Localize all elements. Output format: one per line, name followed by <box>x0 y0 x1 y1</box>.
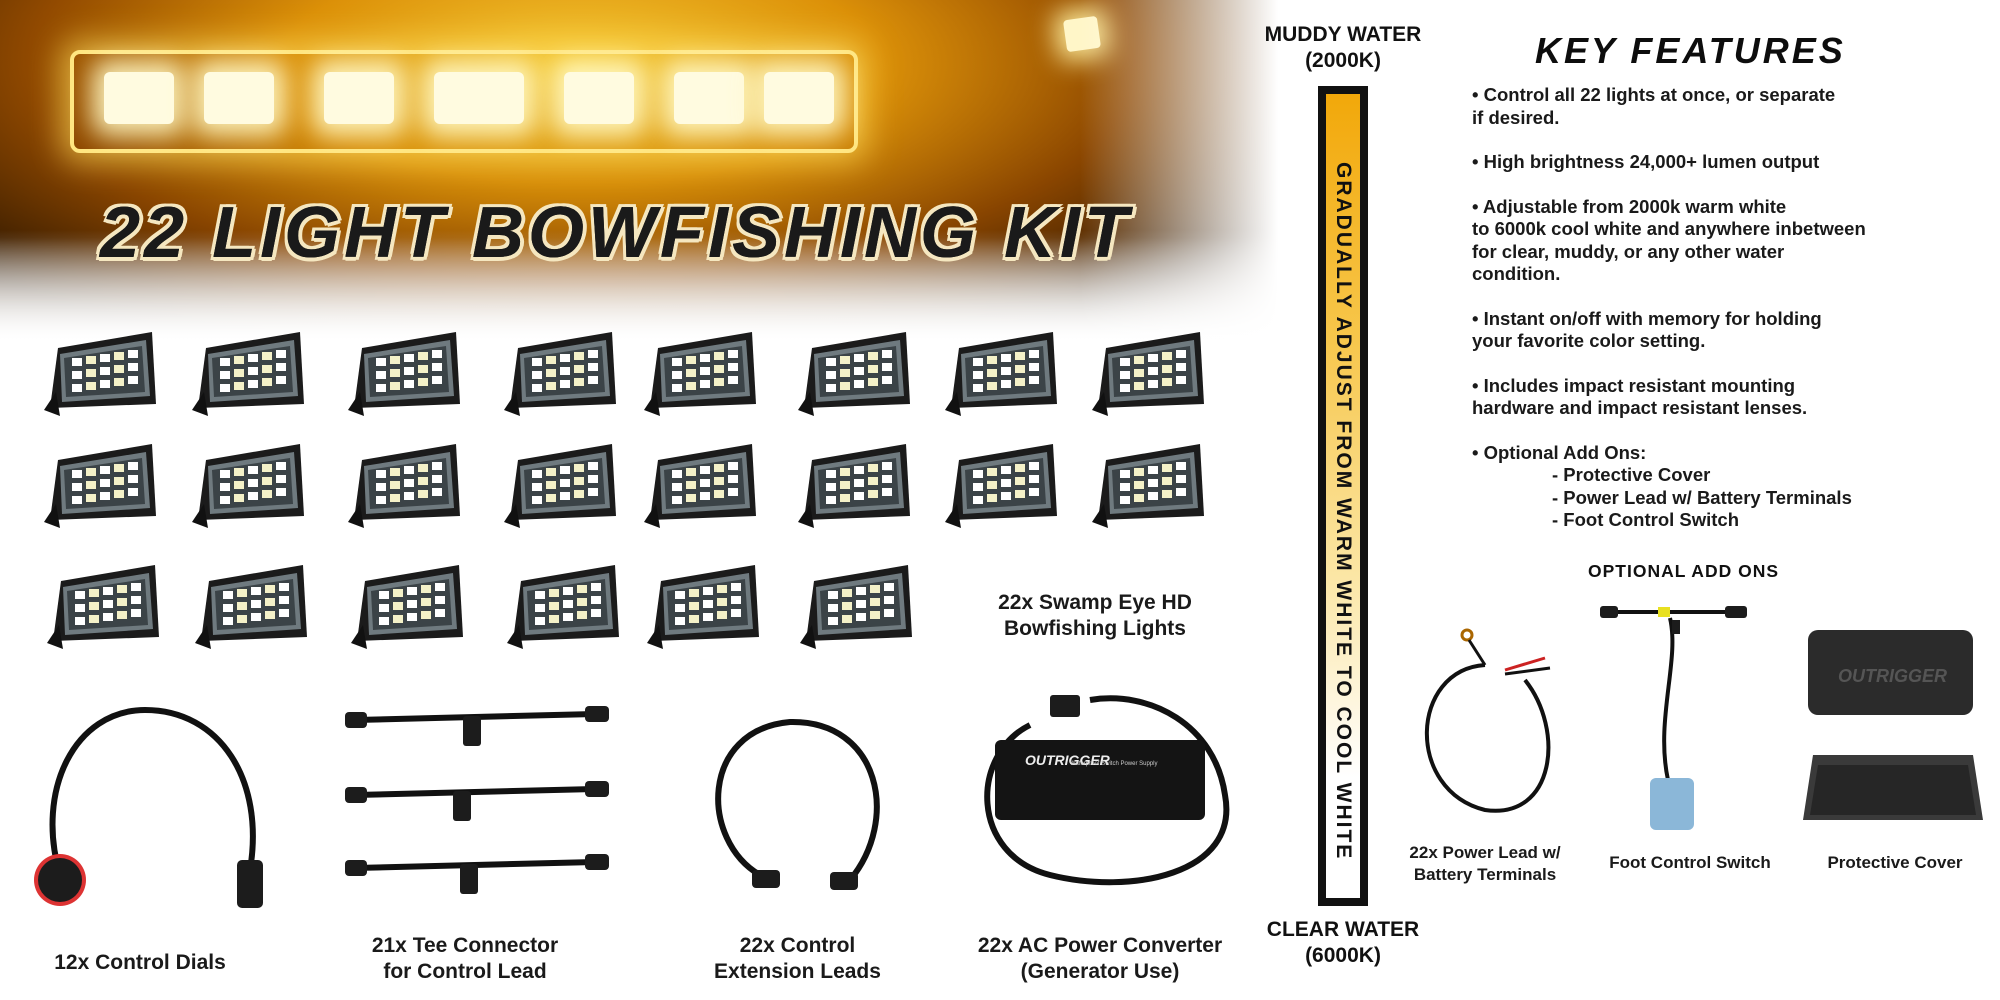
flood-light-image <box>45 563 163 653</box>
flood-light-image <box>943 330 1061 420</box>
flood-light-image <box>642 330 760 420</box>
hero-title: 22 LIGHT BOWFISHING KIT <box>100 193 1133 273</box>
component-caption-converter: 22x AC Power Converter (Generator Use) <box>977 934 1223 983</box>
flood-light-image <box>42 442 160 532</box>
flood-light-image <box>642 442 760 532</box>
extension-lead-image <box>715 718 880 890</box>
lights-caption: 22x Swamp Eye HD Bowfishing Lights <box>998 591 1192 640</box>
feature-optional-intro: • Optional Add Ons: <box>1472 441 1647 463</box>
converter-brand: OUTRIGGER <box>1025 752 1111 768</box>
addon-caption-foot-switch: Foot Control Switch <box>1609 853 1771 872</box>
addon-caption-power-lead: 22x Power Lead w/ Battery Terminals <box>1409 843 1561 884</box>
feature-item: • Includes impact resistant mounting har… <box>1472 374 1808 419</box>
tee-connectors-image <box>345 706 609 894</box>
flood-light-image <box>190 442 308 532</box>
flood-light-image <box>1090 330 1208 420</box>
flood-light-image <box>346 442 464 532</box>
component-caption-extension: 22x Control Extension Leads <box>714 934 881 983</box>
feature-optional-item: - Protective Cover <box>1552 464 1711 485</box>
converter-label: Waterproof Switch Power Supply <box>1070 761 1157 767</box>
feature-optional-item: - Power Lead w/ Battery Terminals <box>1552 486 1852 508</box>
power-converter-image: OUTRIGGER Waterproof Switch Power Supply <box>984 695 1230 886</box>
control-dial-image <box>34 706 263 908</box>
cover-brand: OUTRIGGER <box>1838 666 1947 686</box>
protective-cover-image: OUTRIGGER <box>1803 630 1983 820</box>
flood-light-image <box>502 330 620 420</box>
flood-light-image <box>42 330 160 420</box>
flood-light-image <box>796 442 914 532</box>
addon-caption-cover: Protective Cover <box>1827 853 1963 872</box>
flood-light-image <box>505 563 623 653</box>
component-caption-tee: 21x Tee Connector for Control Lead <box>371 934 559 983</box>
light-bar-image <box>70 50 858 153</box>
flood-light-image <box>943 442 1061 532</box>
flood-light-image <box>193 563 311 653</box>
component-caption-dials: 12x Control Dials <box>54 951 226 974</box>
muddy-water-label: MUDDY WATER (2000K) <box>1264 23 1422 72</box>
feature-item: • Instant on/off with memory for holding… <box>1472 307 1822 352</box>
bar-vertical-text: GRADUALLY ADJUST FROM WARM WHITE TO COOL… <box>1332 162 1355 861</box>
feature-item: • Control all 22 lights at once, or sepa… <box>1472 84 1836 128</box>
flood-light-image <box>796 330 914 420</box>
flood-light-image <box>346 330 464 420</box>
clear-water-label: CLEAR WATER (6000K) <box>1266 918 1420 967</box>
foot-switch-image <box>1600 606 1747 830</box>
color-temperature-gradient <box>1326 94 1360 898</box>
flood-light-image <box>798 563 916 653</box>
flood-light-image <box>190 330 308 420</box>
flood-light-image <box>349 563 467 653</box>
key-features-title: KEY FEATURES <box>1535 30 1846 71</box>
feature-optional-item: - Foot Control Switch <box>1552 509 1740 530</box>
optional-addons-heading: OPTIONAL ADD ONS <box>1588 561 1780 581</box>
flood-light-image <box>502 442 620 532</box>
key-features-list: • Control all 22 lights at once, or sepa… <box>1472 84 1972 532</box>
power-lead-image <box>1424 628 1551 813</box>
feature-item: • Adjustable from 2000k warm white to 60… <box>1472 195 1866 285</box>
feature-item: • High brightness 24,000+ lumen output <box>1472 151 1820 172</box>
flood-light-image <box>1090 442 1208 532</box>
flood-light-image <box>645 563 763 653</box>
